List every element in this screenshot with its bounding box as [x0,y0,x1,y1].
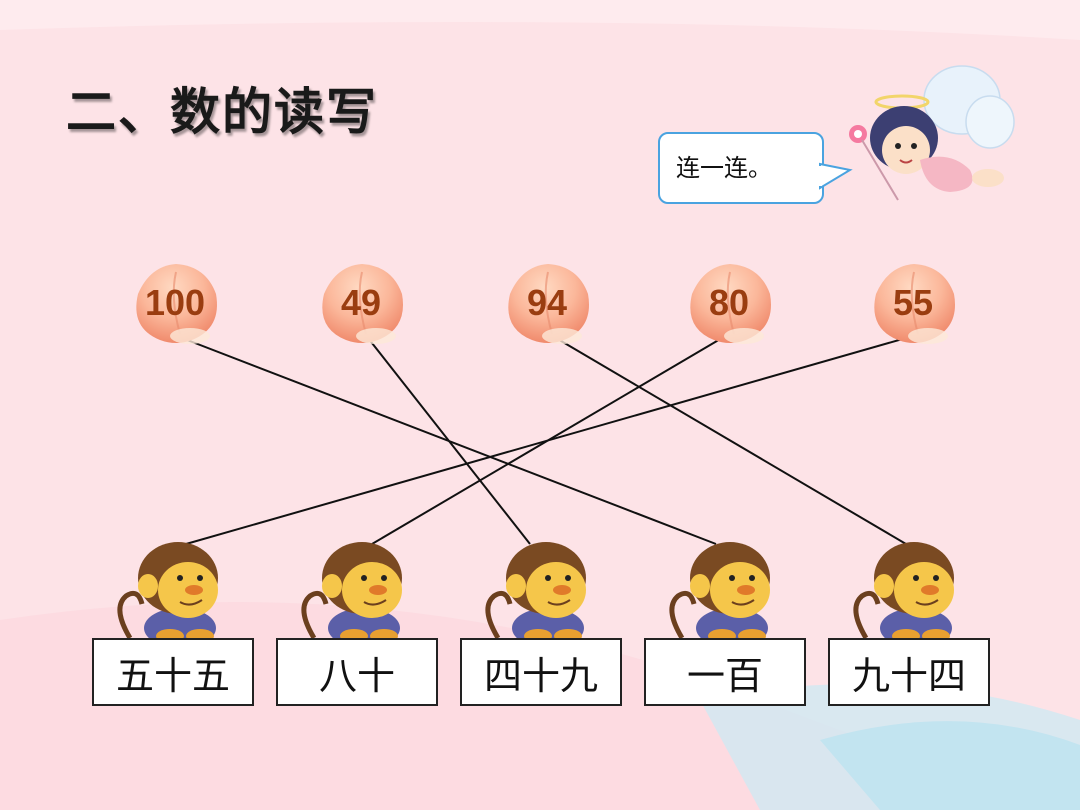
word-card[interactable]: 八十 [276,638,438,706]
word-card[interactable]: 五十五 [92,638,254,706]
peach-number: 55 [892,282,934,323]
peach-number: 100 [144,282,206,323]
page-title: 二、数的读写 [66,83,378,141]
peach-number: 94 [526,282,568,323]
connection-line [185,337,907,545]
monkey-icon [660,538,790,648]
peach-icon [690,264,771,344]
peach-80[interactable]: 80 [684,258,780,350]
monkey-icon [108,538,238,648]
speech-bubble: 连一连。 [658,132,824,204]
word-card[interactable]: 一百 [644,638,806,706]
speech-bubble-tail [818,162,853,190]
connection-line [555,337,907,545]
peach-icon [874,264,955,344]
peach-icon [322,264,403,344]
connection-line [367,337,531,545]
peach-49[interactable]: 49 [316,258,412,350]
monkey-icon [844,538,974,648]
peach-number: 80 [708,282,750,323]
peach-55[interactable]: 55 [868,258,964,350]
peach-number: 49 [340,282,382,323]
monkey-icon [292,538,422,648]
peach-100[interactable]: 100 [130,258,226,350]
word-card[interactable]: 四十九 [460,638,622,706]
peach-94[interactable]: 94 [502,258,598,350]
peach-icon [508,264,589,344]
word-card[interactable]: 九十四 [828,638,990,706]
peach-icon [136,264,217,344]
speech-bubble-text: 连一连。 [676,154,772,182]
fairy-illustration [849,65,1015,201]
monkey-icon [476,538,606,648]
